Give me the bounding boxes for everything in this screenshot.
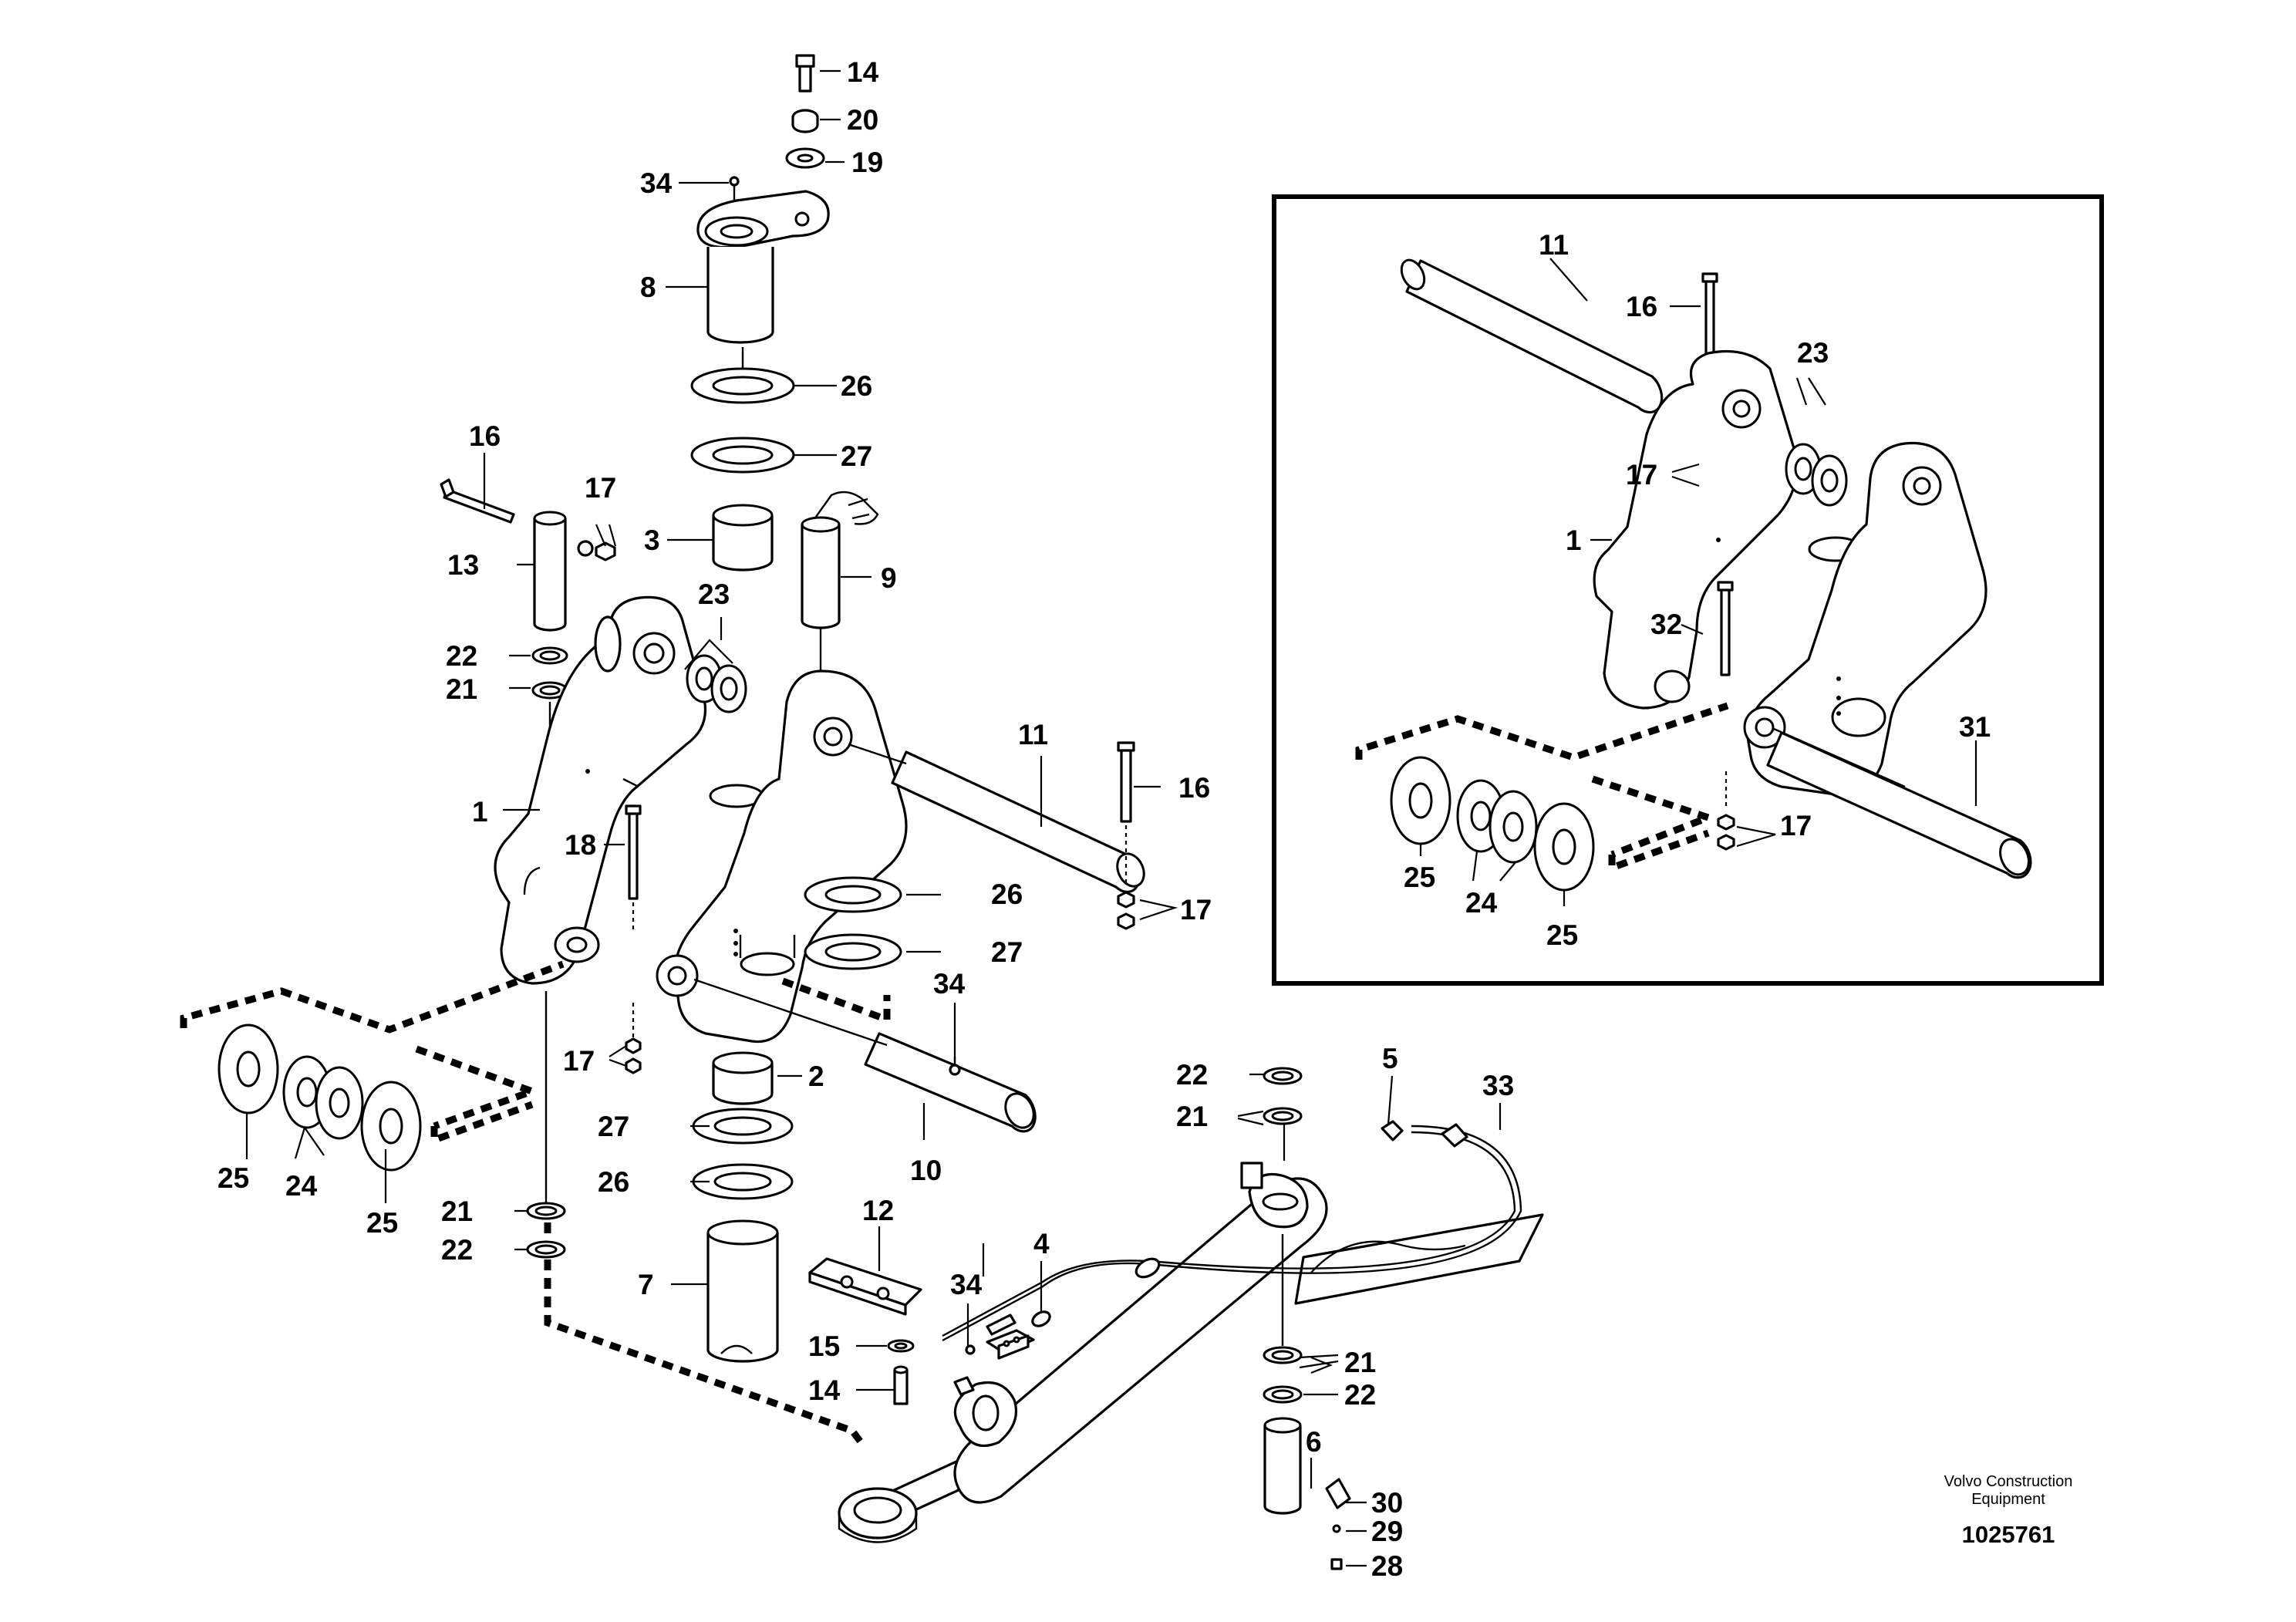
label-4: 4 [1033, 1228, 1050, 1259]
label-20: 20 [847, 104, 878, 136]
label-27-lower: 27 [598, 1111, 629, 1142]
label-26-lower: 26 [598, 1166, 629, 1198]
inset-label-1: 1 [1566, 524, 1582, 556]
label-16-right: 16 [1178, 772, 1210, 804]
label-21-upper: 21 [446, 673, 477, 705]
label-34-top: 34 [640, 167, 673, 199]
label-17-bottom: 17 [563, 1045, 595, 1077]
maker-line-1: Volvo Construction [1944, 1473, 2073, 1490]
bolt-16-right [1117, 741, 1135, 930]
label-26-right: 26 [991, 878, 1023, 910]
label-9: 9 [881, 562, 897, 594]
label-18: 18 [565, 829, 596, 861]
inset-label-11: 11 [1539, 229, 1569, 261]
label-17-top-left: 17 [585, 472, 616, 504]
label-21-right-low: 21 [1344, 1347, 1376, 1378]
leader-lines [245, 69, 1977, 1567]
label-25-left-b: 25 [366, 1207, 398, 1239]
label-11: 11 [1018, 719, 1048, 750]
label-13: 13 [447, 549, 479, 581]
label-16-left: 16 [469, 420, 501, 452]
inset-label-32: 32 [1650, 609, 1682, 640]
inset-label-31: 31 [1959, 711, 1991, 743]
label-7: 7 [638, 1269, 654, 1300]
label-8: 8 [640, 271, 656, 303]
inset-washer-set [1390, 756, 1595, 892]
lower-pin-stack [692, 1051, 794, 1363]
label-22-upper: 22 [446, 640, 477, 672]
label-33: 33 [1482, 1070, 1514, 1101]
inset-label-23: 23 [1797, 337, 1829, 369]
label-15: 15 [808, 1330, 840, 1362]
label-30: 30 [1371, 1487, 1403, 1519]
inset-label-17-top: 17 [1626, 459, 1657, 491]
label-24-left: 24 [285, 1170, 318, 1202]
rings-21-22-left [526, 991, 566, 1259]
label-5: 5 [1382, 1043, 1398, 1074]
label-28: 28 [1371, 1550, 1403, 1582]
dashed-guides [180, 960, 891, 1448]
label-34-mid: 34 [933, 968, 966, 1000]
detail-inset-frame [1272, 194, 2104, 986]
label-22-right-low: 22 [1344, 1379, 1376, 1411]
label-27-top: 27 [841, 440, 872, 472]
label-3: 3 [644, 524, 660, 556]
label-14-top: 14 [847, 56, 879, 88]
label-10: 10 [910, 1155, 942, 1186]
label-2: 2 [808, 1061, 824, 1092]
hydraulic-cylinder [838, 1111, 1544, 1543]
label-26-top: 26 [841, 370, 872, 402]
label-25-left-a: 25 [217, 1162, 249, 1194]
label-29: 29 [1371, 1516, 1403, 1547]
label-17-right: 17 [1180, 894, 1212, 926]
inset-label-25-b: 25 [1546, 919, 1578, 951]
right-cylinder-stack [1263, 1067, 1351, 1570]
inset-bracket [1400, 258, 2032, 879]
plate-12-stack [808, 1257, 922, 1405]
label-23: 23 [698, 578, 730, 610]
inset-dashed-guides [1355, 702, 1729, 873]
label-14-bottom: 14 [808, 1374, 841, 1406]
label-27-right: 27 [991, 936, 1023, 968]
label-21-right-top: 21 [1176, 1101, 1208, 1132]
label-22-right-top: 22 [1176, 1059, 1208, 1091]
label-21-lower: 21 [441, 1195, 473, 1227]
label-34-lower: 34 [950, 1269, 983, 1300]
callout-labels: 14 20 19 34 8 26 27 3 9 16 17 13 22 21 2… [217, 56, 1991, 1582]
left-washer-set [217, 1023, 422, 1172]
label-19: 19 [851, 147, 883, 178]
drawing-footer: Volvo Construction Equipment 1025761 [1944, 1473, 2073, 1548]
maker-line-2: Equipment [1971, 1491, 2045, 1508]
washers-right [804, 876, 902, 970]
label-12: 12 [862, 1195, 894, 1226]
top-pin-stack [690, 54, 830, 572]
pin-9 [801, 491, 879, 690]
inset-label-24: 24 [1465, 887, 1498, 919]
inset-label-16: 16 [1626, 291, 1657, 322]
inset-label-25-a: 25 [1404, 862, 1435, 893]
main-bracket [494, 595, 1145, 1133]
label-22-lower: 22 [441, 1234, 473, 1266]
label-1: 1 [472, 796, 488, 828]
label-6: 6 [1306, 1426, 1322, 1458]
inset-label-17-bottom: 17 [1780, 810, 1812, 841]
drawing-number: 1025761 [1962, 1521, 2055, 1548]
